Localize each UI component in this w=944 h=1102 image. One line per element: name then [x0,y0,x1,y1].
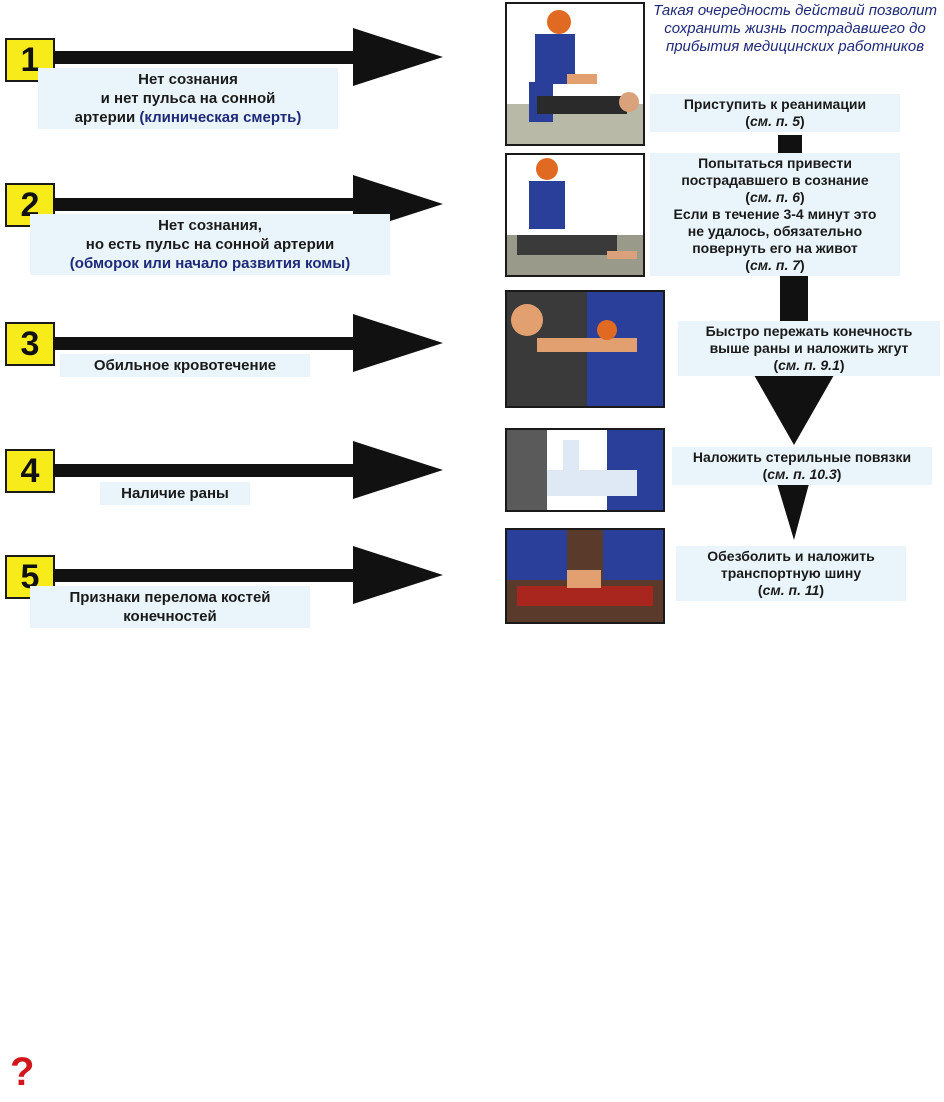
arrow-1-icon [53,28,443,86]
arrow-5-icon [53,546,443,604]
arrow-3-icon [53,314,443,372]
number-box-4: 4 [5,449,55,493]
action-4: Наложить стерильные повязки (см. п. 10.3… [672,447,932,485]
arrow-4-icon [53,441,443,499]
condition-4: Наличие раны [100,482,250,505]
recovery-illustration [505,153,645,277]
action-1: Приступить к реанимации (см. п. 5) [650,94,900,132]
question-mark-icon[interactable]: ? [10,1050,35,1094]
action-5: Обезболить и наложить транспортную шину … [676,546,906,601]
action-3: Быстро пережать конечность выше раны и н… [678,321,940,376]
condition-3: Обильное кровотечение [60,354,310,377]
action-2: Попытаться привести пострадавшего в созн… [650,153,900,276]
number-box-3: 3 [5,322,55,366]
condition-5: Признаки перелома костей конечностей [30,586,310,628]
splint-illustration [505,528,665,624]
note-text: Такая очередность действий позволит сохр… [653,2,937,55]
cpr-illustration [505,2,645,146]
tourniquet-illustration [505,290,665,408]
bandage-illustration [505,428,665,512]
condition-1: Нет сознания и нет пульса на сонной арте… [38,68,338,129]
condition-2: Нет сознания, но есть пульс на сонной ар… [30,214,390,275]
